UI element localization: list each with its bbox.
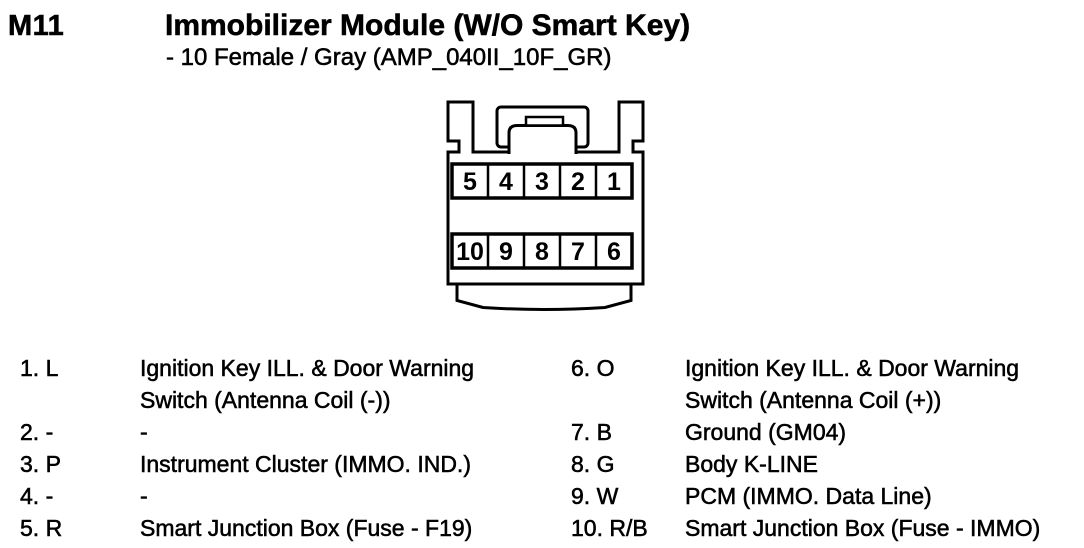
pin-row: 1. L Ignition Key ILL. & Door Warning Sw…: [20, 352, 545, 416]
pin-number: 5: [463, 168, 477, 196]
pin-description: PCM (IMMO. Data Line): [685, 483, 932, 510]
pin-label: 9. W: [571, 483, 619, 510]
pin-row: 9. W PCM (IMMO. Data Line): [571, 480, 1081, 512]
pin-description: Body K-LINE: [685, 451, 819, 478]
pin-row: 6. O Ignition Key ILL. & Door Warning Sw…: [571, 352, 1081, 416]
pin-label: 2. -: [20, 419, 54, 446]
pin-description: Ignition Key ILL. & Door Warning Switch …: [140, 355, 475, 414]
pin-strip-top: 5 4 3 2 1: [450, 162, 634, 200]
connector-latch-dome: [507, 124, 578, 154]
pin-description: Ground (GM04): [685, 419, 847, 446]
page-title: Immobilizer Module (W/O Smart Key): [165, 9, 691, 43]
pin-number: 2: [571, 168, 585, 196]
pin-row: 7. B Ground (GM04): [571, 416, 1081, 448]
pin-number: 9: [499, 238, 513, 266]
pin-number: 3: [535, 168, 549, 196]
pin-list-right: 6. O Ignition Key ILL. & Door Warning Sw…: [571, 352, 1081, 544]
pin-description: Smart Junction Box (Fuse - IMMO): [685, 515, 1041, 542]
pin-description: -: [140, 483, 148, 510]
pin-number: 10: [456, 238, 484, 266]
pin-label: 7. B: [571, 419, 612, 446]
pin-label: 10. R/B: [571, 515, 648, 542]
connector-skirt: [455, 284, 633, 311]
pin-row: 8. G Body K-LINE: [571, 448, 1081, 480]
pin-list-left: 1. L Ignition Key ILL. & Door Warning Sw…: [20, 352, 545, 544]
pin-number: 4: [499, 168, 513, 196]
connector-latch-tab: [524, 115, 565, 127]
pin-row: 5. R Smart Junction Box (Fuse - F19): [20, 512, 545, 544]
pin-label: 8. G: [571, 451, 615, 478]
pin-row: 4. - -: [20, 480, 545, 512]
pin-strip-bottom: 10 9 8 7 6: [450, 232, 634, 270]
pin-label: 5. R: [20, 515, 63, 542]
pin-row: 2. - -: [20, 416, 545, 448]
pin-number: 8: [535, 238, 549, 266]
pin-description: Instrument Cluster (IMMO. IND.): [140, 451, 472, 478]
pin-row: 10. R/B Smart Junction Box (Fuse - IMMO): [571, 512, 1081, 544]
pin-label: 4. -: [20, 483, 54, 510]
pin-row: 3. P Instrument Cluster (IMMO. IND.): [20, 448, 545, 480]
connector-diagram: 5 4 3 2 1 10 9 8 7 6: [446, 100, 645, 311]
pin-number: 7: [571, 238, 585, 266]
pin-number: 6: [607, 238, 621, 266]
pin-label: 1. L: [20, 355, 59, 382]
pin-label: 3. P: [20, 451, 61, 478]
pin-description: Smart Junction Box (Fuse - F19): [140, 515, 473, 542]
pin-description: -: [140, 419, 148, 446]
pin-label: 6. O: [571, 355, 615, 382]
pin-description: Ignition Key ILL. & Door Warning Switch …: [685, 355, 1020, 414]
pin-number: 1: [607, 168, 621, 196]
connector-code: M11: [8, 10, 65, 43]
page-subtitle: - 10 Female / Gray (AMP_040II_10F_GR): [166, 44, 612, 72]
